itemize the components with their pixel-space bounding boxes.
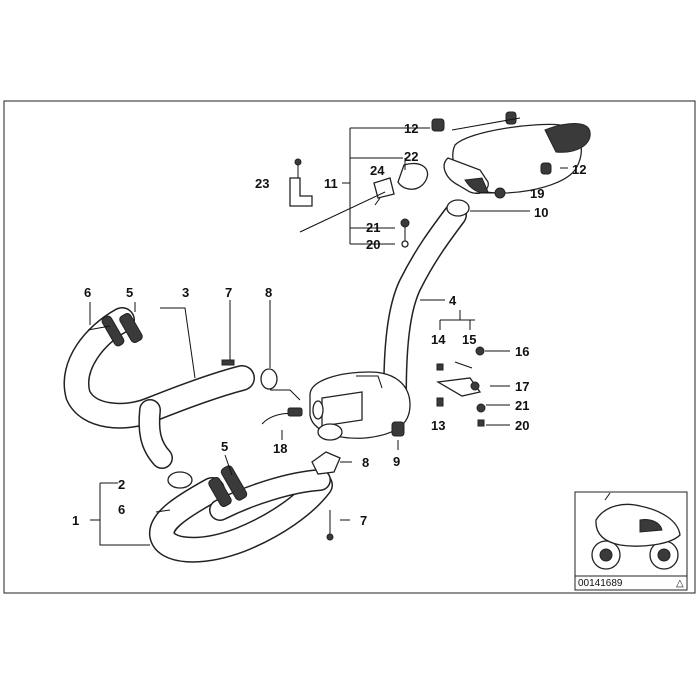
catalyst-housing [309, 371, 411, 441]
exhaust-pipe-upper-3 [63, 307, 255, 469]
label-17: 17 [515, 379, 529, 394]
warning-triangle-icon: △ [676, 578, 684, 589]
label-7-upper: 7 [225, 285, 232, 300]
label-20-right: 20 [515, 418, 529, 433]
label-8-lower: 8 [362, 455, 369, 470]
rear-pipe-4 [383, 203, 467, 407]
label-12-right: 12 [572, 162, 586, 177]
label-8-upper: 8 [265, 285, 272, 300]
label-12-left: 12 [404, 121, 418, 136]
label-2: 2 [118, 477, 125, 492]
small-parts [87, 111, 552, 541]
exhaust-pipe-lower-1 [149, 469, 333, 563]
label-3: 3 [182, 285, 189, 300]
label-21-left: 21 [366, 220, 380, 235]
label-23: 23 [255, 176, 269, 191]
label-4: 4 [449, 293, 457, 308]
label-11: 11 [324, 176, 338, 191]
label-9: 9 [393, 454, 400, 469]
label-6-lower: 6 [118, 502, 125, 517]
leader-lines [89, 117, 568, 546]
label-20-left: 20 [366, 237, 380, 252]
diagram-frame [3, 100, 696, 594]
label-10: 10 [534, 205, 548, 220]
label-22: 22 [404, 149, 418, 164]
label-13: 13 [431, 418, 445, 433]
label-16: 16 [515, 344, 529, 359]
motorcycle-inset: 00141689 △ [574, 491, 688, 591]
rear-silencer [443, 123, 591, 194]
part-number-labels: 1 2 3 4 5 5 6 6 7 7 8 8 9 10 11 12 12 13… [72, 121, 586, 528]
label-7-lower: 7 [360, 513, 367, 528]
label-24: 24 [370, 163, 385, 178]
label-14: 14 [431, 332, 446, 347]
reference-number: 00141689 [578, 578, 623, 589]
label-18: 18 [273, 441, 287, 456]
label-21-right: 21 [515, 398, 529, 413]
label-1: 1 [72, 513, 79, 528]
label-19: 19 [530, 186, 544, 201]
label-5-lower: 5 [221, 439, 228, 454]
label-15: 15 [462, 332, 476, 347]
label-5-upper: 5 [126, 285, 133, 300]
label-6-upper: 6 [84, 285, 91, 300]
